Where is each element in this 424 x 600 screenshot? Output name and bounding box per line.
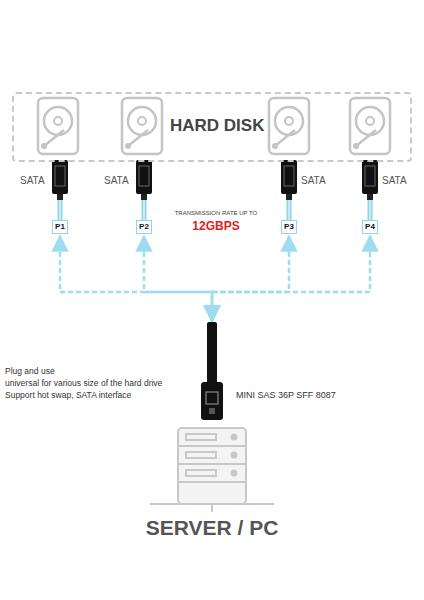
cable-connector [212, 236, 289, 321]
mini-sas-plug [196, 322, 236, 422]
sata-connectors [52, 160, 378, 220]
sata-label: SATA [301, 175, 326, 186]
sata-label: SATA [382, 175, 407, 186]
cable-connector [212, 236, 370, 321]
connector-label: MINI SAS 36P SFF 8087 [236, 390, 336, 400]
hard-disk-icons [38, 98, 390, 154]
rate-caption: TRANSMISSION RATE UP TO [166, 210, 266, 216]
server-pc: SERVER / PC [102, 516, 322, 550]
port-sleeve: P3 [281, 220, 297, 234]
server-icon [150, 428, 274, 512]
note: Support hot swap, SATA interface [5, 390, 131, 400]
port-label: P3 [284, 222, 294, 232]
cable-connector [60, 236, 212, 321]
note: Plug and use [5, 366, 55, 376]
sata-label: SATA [104, 175, 129, 186]
device-label: SERVER / PC [102, 516, 322, 540]
hard-disk-group: HARD DISK [12, 92, 412, 162]
port-label: P1 [55, 222, 65, 232]
port-sleeve: P4 [362, 220, 378, 234]
port-label: P4 [365, 222, 375, 232]
cable-connector [144, 236, 212, 321]
sata-label: SATA [20, 175, 45, 186]
rate-value: 12GBPS [166, 219, 266, 233]
port-label: P2 [139, 222, 149, 232]
note: universal for various size of the hard d… [5, 378, 162, 388]
port-sleeve: P1 [52, 220, 68, 234]
port-sleeve: P2 [136, 220, 152, 234]
group-title: HARD DISK [170, 116, 264, 136]
mini-sas-connector: MINI SAS 36P SFF 8087 [196, 322, 418, 422]
